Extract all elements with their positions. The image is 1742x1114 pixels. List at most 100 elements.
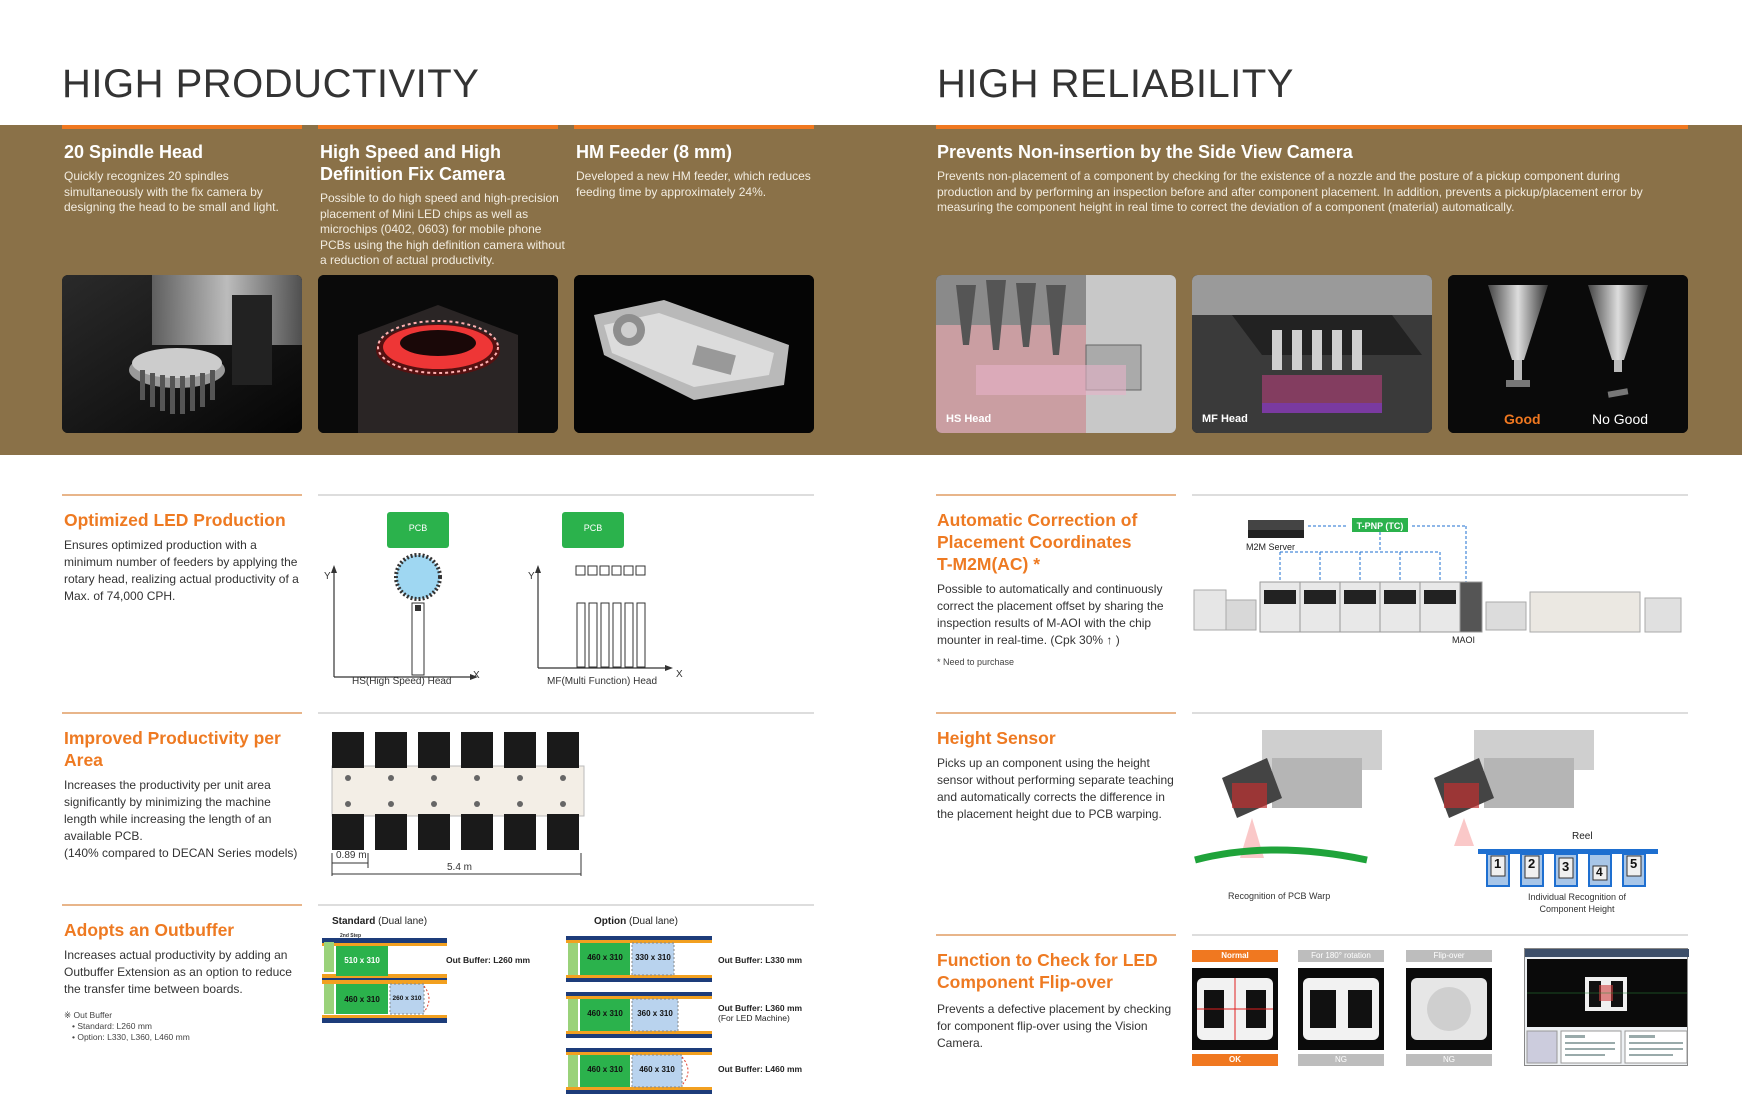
- productivity-heading: HIGH PRODUCTIVITY: [62, 62, 480, 106]
- feature-side-view: Prevents Non-insertion by the Side View …: [937, 141, 1657, 216]
- feature-title: High Speed and High Definition Fix Camer…: [320, 142, 506, 184]
- rotated-led-image: [1298, 968, 1384, 1050]
- outbuffer-section: Adopts an Outbuffer Increases actual pro…: [64, 919, 304, 1043]
- height-sensor-diagram: 1 2 3 4 5 Reel Recognition of PCB Warp I…: [1192, 728, 1692, 918]
- result-ok: OK: [1192, 1054, 1278, 1066]
- m2m-server-label: M2M Server: [1246, 542, 1296, 552]
- unit-length-label: 0.89 m: [336, 850, 367, 861]
- option-conveyor-330: 460 x 310 330 x 310: [566, 934, 712, 982]
- buffer-size-label: 330 x 310: [635, 953, 671, 962]
- divider: [318, 904, 814, 906]
- flipped-led-image: [1406, 968, 1492, 1050]
- section-title-line: Automatic Correction of: [937, 510, 1138, 530]
- section-title: Height Sensor: [937, 728, 1056, 748]
- outbuffer-note: ※ Out Buffer: [64, 1010, 113, 1020]
- height-sensor-section: Height Sensor Picks up an component usin…: [937, 727, 1177, 823]
- buffer-size-label: 460 x 310: [639, 1065, 675, 1074]
- result-ng: NG: [1298, 1054, 1384, 1066]
- tab-normal: Normal: [1192, 950, 1278, 962]
- board-size-label: 460 x 310: [587, 1009, 623, 1018]
- feature-camera: High Speed and High Definition Fix Camer…: [320, 141, 566, 269]
- accent-bar: [936, 125, 1688, 129]
- accent-bar: [574, 125, 814, 129]
- mf-head-label: MF(Multi Function) Head: [547, 676, 658, 687]
- led-production-section: Optimized LED Production Ensures optimiz…: [64, 509, 304, 605]
- y-axis-label: Y: [324, 571, 331, 582]
- slot-number: 4: [1596, 865, 1603, 879]
- pcb-label: PCB: [583, 523, 603, 533]
- machine-layout-diagram: 0.89 m 5.4 m: [328, 728, 598, 878]
- feature-feeder: HM Feeder (8 mm) Developed a new HM feed…: [576, 141, 816, 200]
- option-conveyor-360: 460 x 310 360 x 310: [566, 990, 712, 1038]
- option-title-rest: (Dual lane): [626, 916, 678, 927]
- footnote: * Need to purchase: [937, 657, 1015, 667]
- outbuffer-note: • Standard: L260 mm: [72, 1021, 152, 1031]
- board-size-label: 510 x 310: [344, 956, 380, 965]
- option-conveyor-460: 460 x 310 460 x 310: [566, 1046, 712, 1094]
- section-title: Optimized LED Production: [64, 510, 286, 530]
- divider: [62, 494, 302, 496]
- standard-title: Standard (Dual lane): [332, 916, 427, 927]
- hs-head-caption: HS Head: [946, 413, 992, 425]
- section-text: Possible to automatically and continuous…: [937, 582, 1164, 647]
- normal-led-image: [1192, 968, 1278, 1050]
- caption-line: Individual Recognition of: [1527, 892, 1627, 902]
- fix-camera-image: [318, 275, 558, 433]
- no-good-caption: No Good: [1592, 411, 1649, 427]
- feature-title: 20 Spindle Head: [64, 142, 204, 162]
- section-text: Increases actual productivity by adding …: [64, 948, 292, 996]
- section-title: Adopts an Outbuffer: [64, 920, 235, 940]
- mf-head-image: MF Head: [1192, 275, 1432, 433]
- mf-head-caption: MF Head: [1202, 413, 1248, 425]
- option-buffer-label: Out Buffer: L460 mm: [718, 1064, 803, 1074]
- accent-bar: [318, 125, 558, 129]
- pcb-label: PCB: [408, 523, 428, 533]
- feature-text: Possible to do high speed and high-preci…: [320, 191, 565, 267]
- reliability-heading: HIGH RELIABILITY: [937, 62, 1294, 106]
- slot-number: 3: [1562, 859, 1570, 874]
- board-size-label: 460 x 310: [587, 1065, 623, 1074]
- feature-text: Quickly recognizes 20 spindles simultane…: [64, 169, 279, 214]
- tpnp-label: T-PNP (TC): [1356, 521, 1404, 531]
- standard-conveyor-diagram: 2nd Step 510 x 310 460 x 310 260 x 310: [322, 932, 452, 1024]
- divider: [936, 934, 1176, 936]
- feature-spindle: 20 Spindle Head Quickly recognizes 20 sp…: [64, 141, 302, 216]
- divider: [936, 494, 1176, 496]
- outbuffer-note: • Option: L330, L360, L460 mm: [72, 1032, 190, 1042]
- m2m-line-diagram: M2M Server T-PNP (TC) MAOI: [1190, 510, 1690, 670]
- slot-number: 2: [1528, 856, 1536, 871]
- tab-rotation: For 180° rotation: [1298, 950, 1384, 962]
- section-title-line: T-M2M(AC) *: [937, 554, 1041, 574]
- feature-text: Prevents non-placement of a component by…: [937, 169, 1643, 214]
- feature-title: HM Feeder (8 mm): [576, 142, 733, 162]
- slot-number: 5: [1630, 856, 1638, 871]
- section-text: Picks up an component using the height s…: [937, 756, 1174, 821]
- flip-check-section: Function to Check for LED Component Flip…: [937, 949, 1177, 1052]
- divider: [1192, 712, 1688, 714]
- reel-label: Reel: [1572, 831, 1593, 842]
- result-ng: NG: [1406, 1054, 1492, 1066]
- section-text: Increases the productivity per unit area…: [64, 778, 272, 843]
- standard-buffer-label: Out Buffer: L260 mm: [446, 955, 531, 965]
- hm-feeder-image: [574, 275, 814, 433]
- divider: [1192, 494, 1688, 496]
- section-title-line: Placement Coordinates: [937, 532, 1132, 552]
- section-note: (140% compared to DECAN Series models): [64, 846, 298, 860]
- option-buffer-label: Out Buffer: L360 mm: [718, 1003, 803, 1013]
- board-size-label: 460 x 310: [344, 995, 380, 1004]
- divider: [62, 904, 302, 906]
- divider: [318, 712, 814, 714]
- divider: [1192, 934, 1688, 936]
- feature-title: Prevents Non-insertion by the Side View …: [937, 142, 1353, 162]
- buffer-size-label: 360 x 310: [637, 1009, 673, 1018]
- second-step-label: 2nd Step: [340, 933, 362, 939]
- x-axis-label: X: [473, 670, 480, 681]
- option-title: Option (Dual lane): [594, 916, 678, 927]
- board-size-label: 460 x 310: [587, 953, 623, 962]
- vision-software-screenshot: [1524, 948, 1689, 1066]
- maoi-label: MAOI: [1452, 635, 1476, 645]
- option-buffer-sub: (For LED Machine): [718, 1013, 790, 1023]
- nozzle-check-image: Good No Good: [1448, 275, 1688, 433]
- hs-head-image: HS Head: [936, 275, 1176, 433]
- feature-text: Developed a new HM feeder, which reduces…: [576, 169, 811, 199]
